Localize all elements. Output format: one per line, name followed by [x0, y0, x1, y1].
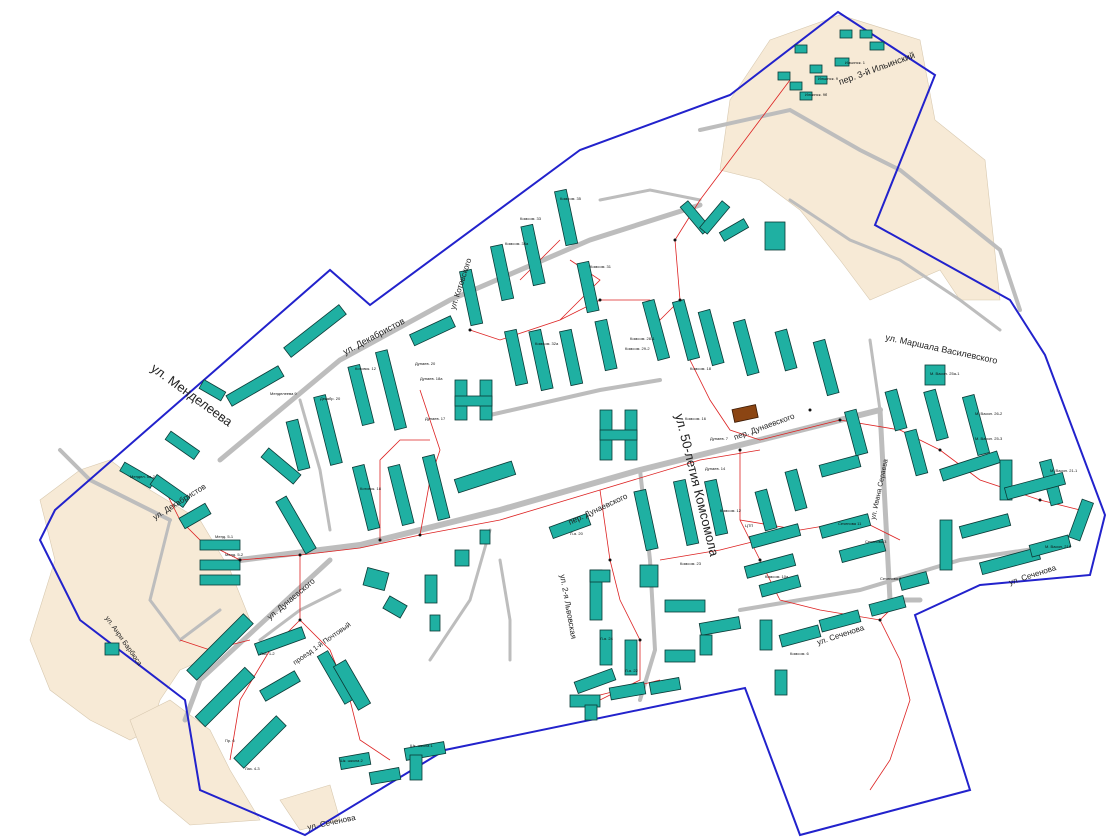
building-label: Комсом. 18 — [690, 366, 712, 371]
building-label: Комсом. 6 — [790, 651, 810, 656]
building-label: М. Васил. 25а-1 — [930, 371, 960, 376]
street-lvovskaya-bottom: ул. 2-я Львовская — [558, 574, 578, 640]
building-label: Шк. школа 2 — [340, 758, 363, 763]
building-label: Дунаев. 18а — [420, 376, 443, 381]
building-label: Дунаев. 20 — [415, 361, 436, 366]
building-label: Сеченова 3 — [865, 539, 887, 544]
building-label: Декабр. 20 — [320, 396, 341, 401]
building-label: М. Васил. 26-2 — [975, 411, 1003, 416]
building-label: Комсом. 28-1 — [630, 336, 655, 341]
building-label: Комсом. 33 — [520, 216, 542, 221]
building-label: Дунаев. 17 — [425, 416, 446, 421]
building-label: Лаз. 1-2 — [260, 651, 275, 656]
building-label: Комсом. 32а — [535, 341, 559, 346]
building-label: Ильинск. 9 — [818, 76, 839, 81]
building-label: Комсом. 35 — [560, 196, 582, 201]
building-label: Менд. 5-2 — [225, 552, 244, 557]
building-label: Дунаев. 14 — [705, 466, 726, 471]
building-label: Котовск. 12 — [355, 366, 377, 371]
building-label: Комсом. 10а — [765, 574, 789, 579]
building-label: Комсом. 12 — [720, 508, 742, 513]
district-boundary — [38, 10, 1107, 837]
building-label: М. Васил. 25-3 — [975, 436, 1003, 441]
special-building[interactable] — [731, 404, 759, 423]
building-label: Менделеева 9 — [270, 391, 297, 396]
building-label: Котовск. 18 — [360, 486, 382, 491]
building-label: Комсом. 29-2 — [625, 346, 650, 351]
street-sechenova-right: ул. Сеченова — [1008, 563, 1058, 587]
building-label: Комсом. 34а — [505, 241, 529, 246]
building-labels: Комсом. 35 Комсом. 33 Комсом. 34а Комсом… — [130, 60, 1078, 771]
street-vasilevskogo: ул. Маршала Василевского — [885, 332, 999, 366]
building-label: М. Васил. 21-1 — [1050, 468, 1078, 473]
building-label: Комсом. 16 — [685, 416, 707, 421]
building-label: Л-я. 24 — [600, 636, 614, 641]
building-label: Ильинск. 9б — [805, 92, 828, 97]
network-nodes — [238, 238, 1042, 642]
building-label: Ильинск. 1 — [845, 60, 866, 65]
building-label: М. Васил. 21б — [1045, 544, 1072, 549]
building-label: Комсом. 23 — [680, 561, 702, 566]
street-dekabristov-top: ул. Декабристов — [341, 316, 406, 357]
building-label: Шк. школа 1 — [410, 743, 433, 748]
building-label: Л-я. 20 — [570, 531, 584, 536]
building-label: Мендел. 5а-2 — [130, 474, 156, 479]
building-label: Лаз. 4-3 — [245, 766, 260, 771]
building-label: ЦТП — [745, 523, 753, 528]
buildings — [104, 29, 1094, 785]
building-label: Пр. 6 — [225, 738, 235, 743]
building-label: Менд. 5-1 — [215, 534, 234, 539]
building-label: Сеченова 7 — [880, 576, 902, 581]
building-label: Дунаев. 7 — [710, 436, 729, 441]
building-label: Сеченова 11 — [838, 521, 862, 526]
building-label: Л-я. 22 — [625, 668, 639, 673]
building-label: Комсом. 31 — [590, 264, 612, 269]
